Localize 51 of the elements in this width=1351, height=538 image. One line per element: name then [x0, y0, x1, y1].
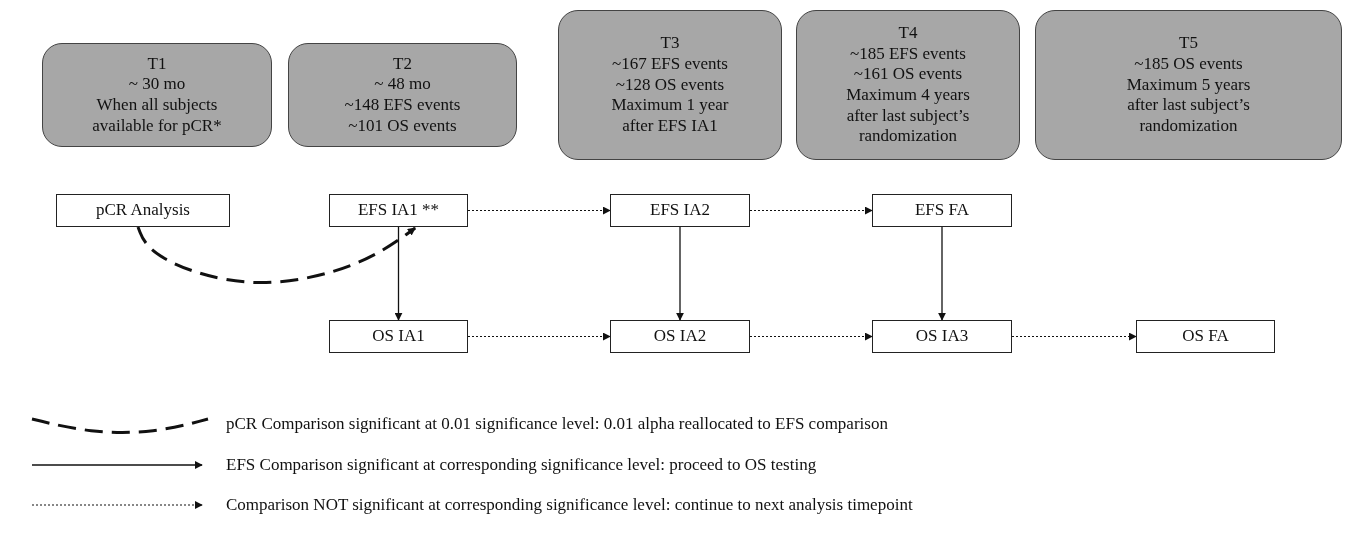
timepoint-box — [288, 43, 517, 147]
legend-text: Comparison NOT significant at corresponding significance level: continue to next analysis timepoint — [226, 495, 913, 515]
analysis-label: EFS FA — [915, 200, 969, 221]
analysis-label: pCR Analysis — [96, 200, 190, 221]
analysis-box — [56, 194, 230, 227]
analysis-label: OS IA2 — [653, 326, 707, 347]
timepoint-detail: ~185 EFS events — [850, 43, 966, 65]
timepoint-detail: ~128 OS events — [615, 74, 725, 96]
arrow — [676, 226, 684, 321]
timepoint-detail: Maximum 5 years after last subject’s randomization — [1125, 74, 1252, 137]
legend-text: pCR Comparison significant at 0.01 significance level: 0.01 alpha reallocated to EFS comparison — [226, 414, 888, 434]
timepoint-box — [42, 43, 272, 147]
timepoint-box — [796, 10, 1020, 160]
analysis-label: EFS IA2 — [650, 200, 710, 221]
timepoint-detail: ~101 OS events — [348, 115, 457, 137]
analysis-box — [329, 320, 468, 353]
timepoint-detail: Maximum 1 year after EFS IA1 — [610, 95, 730, 137]
timepoint-detail: ~185 OS events — [1134, 53, 1243, 75]
timepoint-heading: T1 — [147, 53, 167, 75]
arrow — [938, 226, 946, 321]
timepoint-detail: ~ 48 mo — [374, 74, 431, 95]
timepoint-box — [558, 10, 782, 160]
analysis-label: OS FA — [1182, 326, 1229, 347]
analysis-label: OS IA3 — [915, 326, 969, 347]
timepoint-detail: ~148 EFS events — [344, 95, 461, 116]
analysis-label: EFS IA1 ** — [357, 200, 440, 221]
timepoint-heading: T4 — [898, 22, 918, 44]
analysis-label: OS IA1 — [372, 326, 425, 347]
timepoint-detail: ~ 30 mo — [128, 74, 186, 95]
timepoint-detail: Maximum 4 years after last subject’s randomization — [845, 85, 971, 148]
analysis-box — [329, 194, 468, 227]
timepoint-box — [1035, 10, 1342, 160]
analysis-box — [872, 194, 1012, 227]
timepoint-heading: T2 — [393, 53, 412, 75]
legend-text: EFS Comparison significant at corresponding significance level: proceed to OS testing — [226, 455, 817, 475]
analysis-box — [1136, 320, 1275, 353]
timepoint-heading: T5 — [1179, 33, 1198, 54]
timepoint-heading: T3 — [660, 33, 680, 54]
timepoint-detail: ~161 OS events — [853, 64, 963, 85]
arrow — [467, 332, 611, 341]
arrow — [467, 206, 611, 215]
timepoint-detail: ~167 EFS events — [612, 53, 728, 75]
timepoint-detail: When all subjects available for pCR* — [91, 95, 223, 137]
analysis-box — [610, 320, 750, 353]
arrow — [1011, 332, 1137, 341]
analysis-box — [872, 320, 1012, 353]
analysis-box — [610, 194, 750, 227]
arrow — [749, 332, 873, 341]
arrow — [749, 206, 873, 215]
arrow — [394, 226, 403, 321]
arrow — [136, 226, 417, 285]
